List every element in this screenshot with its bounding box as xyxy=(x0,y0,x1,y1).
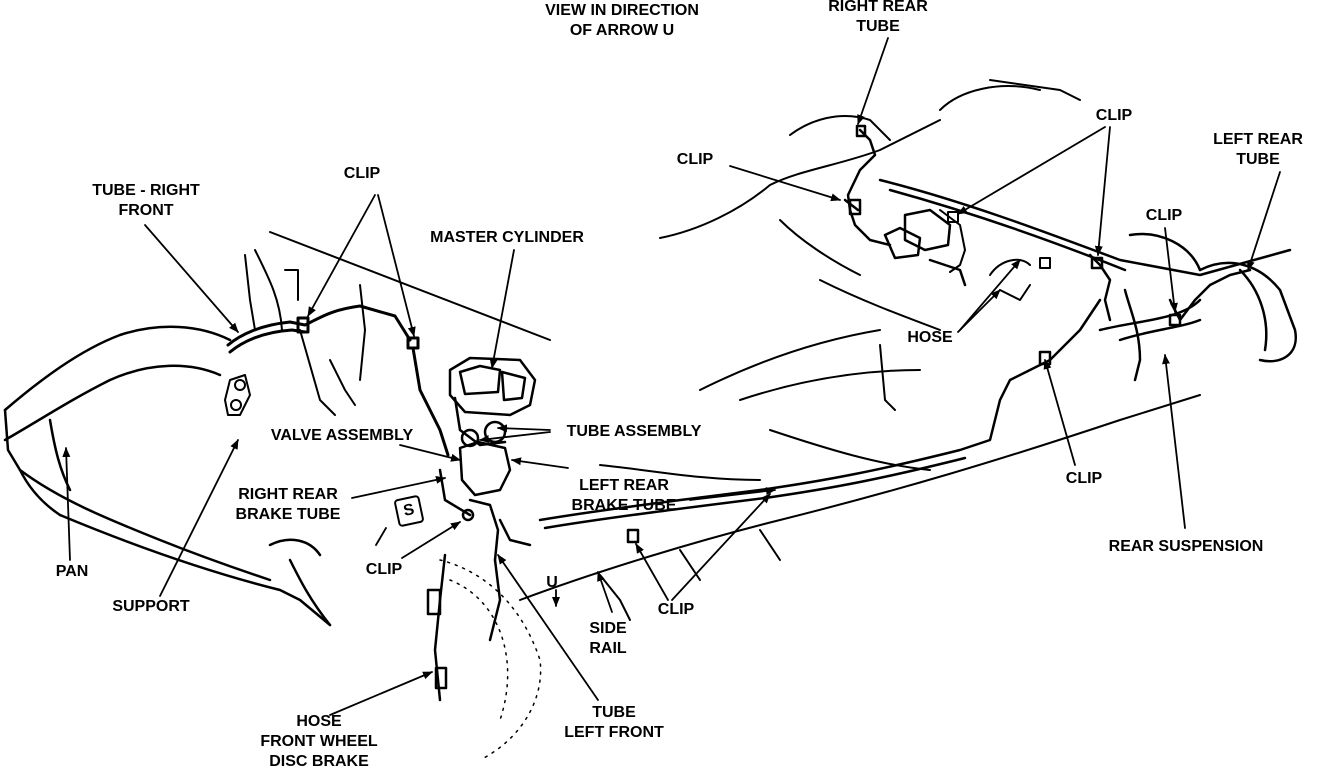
label-tube-right-front-line2: FRONT xyxy=(118,202,174,219)
label-tube-assembly: TUBE ASSEMBLY xyxy=(566,423,702,440)
right-rear-tube xyxy=(843,124,892,247)
label-rear-suspension: REAR SUSPENSION xyxy=(1108,538,1264,555)
label-right-rear-brake-tube-line2: BRAKE TUBE xyxy=(235,506,341,523)
label-master-cylinder: MASTER CYLINDER xyxy=(430,229,584,246)
right-front-tube xyxy=(226,304,450,457)
label-tube-left-front: TUBE LEFT FRONT xyxy=(564,703,664,743)
label-tube-left-front-line2: LEFT FRONT xyxy=(564,724,664,741)
label-side-rail-line2: RAIL xyxy=(589,640,627,657)
master-cylinder xyxy=(448,356,537,448)
label-right-rear-brake-tube: RIGHT REAR BRAKE TUBE xyxy=(236,485,341,525)
label-right-rear-tube-line1: RIGHT REAR xyxy=(828,0,928,15)
rear-hoses xyxy=(939,209,1051,301)
left-rear-tube xyxy=(1088,253,1252,327)
label-hose-front-wheel-disc-brake: HOSE FRONT WHEEL DISC BRAKE xyxy=(260,712,377,772)
label-view-direction-line1: VIEW IN DIRECTION xyxy=(545,2,699,19)
label-clip-lower: CLIP xyxy=(365,561,403,578)
marker-s: S xyxy=(393,494,425,528)
marker-u: U xyxy=(546,574,558,591)
label-clip-top: CLIP xyxy=(343,165,381,182)
front-wheel-area xyxy=(439,559,542,761)
label-tube-left-front-line1: TUBE xyxy=(592,704,636,721)
rear-axle xyxy=(878,178,1298,382)
label-hose-front-line2: FRONT WHEEL xyxy=(260,733,378,750)
label-left-rear-tube-line2: TUBE xyxy=(1236,151,1280,168)
label-left-rear-brake-tube-line1: LEFT REAR xyxy=(579,477,669,494)
valve-assembly xyxy=(438,440,512,562)
label-valve-assembly: VALVE ASSEMBLY xyxy=(270,427,414,444)
label-view-direction: VIEW IN DIRECTION OF ARROW U xyxy=(545,1,699,41)
label-right-rear-tube-line2: TUBE xyxy=(856,18,900,35)
firewall-lines xyxy=(269,231,551,416)
label-view-direction-line2: OF ARROW U xyxy=(569,22,675,39)
label-hose-front-line1: HOSE xyxy=(296,713,342,730)
label-right-rear-brake-tube-line1: RIGHT REAR xyxy=(238,486,338,503)
label-right-rear-tube: RIGHT REAR TUBE xyxy=(828,0,928,37)
label-left-rear-tube: LEFT REAR TUBE xyxy=(1213,130,1303,170)
label-pan: PAN xyxy=(55,563,89,580)
label-left-rear-tube-line1: LEFT REAR xyxy=(1213,131,1303,148)
side-rail xyxy=(519,394,1201,621)
front-pan-outline xyxy=(3,325,332,627)
support-bracket xyxy=(224,249,299,416)
label-clip-bottom: CLIP xyxy=(657,601,695,618)
label-side-rail: SIDE RAIL xyxy=(589,619,626,659)
label-tube-right-front: TUBE - RIGHT FRONT xyxy=(92,181,200,221)
label-tube-right-front-line1: TUBE - RIGHT xyxy=(92,182,200,199)
label-clip-side-rail: CLIP xyxy=(1065,470,1103,487)
label-side-rail-line1: SIDE xyxy=(589,620,627,637)
label-clip-upper-right: CLIP xyxy=(1095,107,1133,124)
leader-lines xyxy=(62,37,1281,716)
label-hose-front-line3: DISC BRAKE xyxy=(269,753,369,770)
label-hose-rear: HOSE xyxy=(907,329,953,346)
left-front-tube xyxy=(426,518,532,702)
label-clip-left-rear: CLIP xyxy=(1145,207,1183,224)
label-left-rear-brake-tube-line2: BRAKE TUBE xyxy=(571,497,677,514)
label-left-rear-brake-tube: LEFT REAR BRAKE TUBE xyxy=(572,476,677,516)
rear-body-outline xyxy=(599,79,1081,481)
label-clip-right-rear: CLIP xyxy=(676,151,714,168)
label-support: SUPPORT xyxy=(112,598,190,615)
